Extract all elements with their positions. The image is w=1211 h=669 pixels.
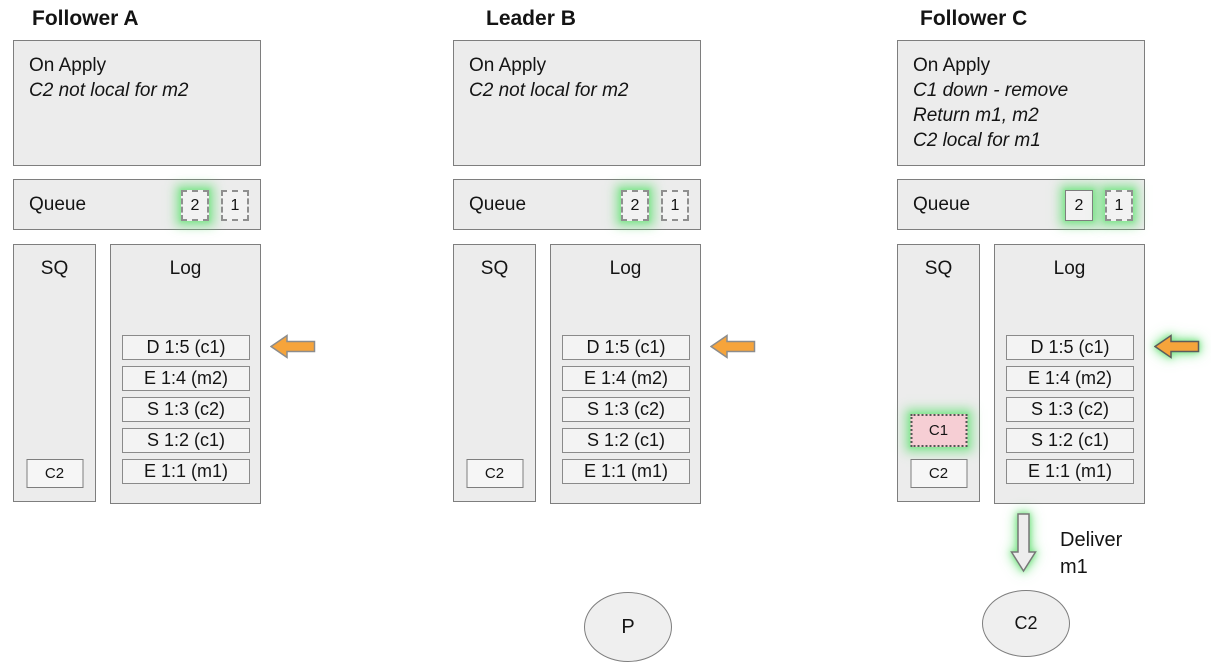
on-apply-note: C2 local for m1 [913, 130, 1041, 151]
log-entry: S 1:2 (c1) [562, 428, 690, 453]
node-title: Follower C [920, 7, 1028, 30]
queue-item: 1 [1105, 190, 1133, 221]
node-follower-c: Follower C On Apply C1 down - remove Ret… [897, 0, 1211, 669]
log-entry: S 1:2 (c1) [1006, 428, 1134, 453]
queue-item: 2 [1065, 190, 1093, 221]
deliver-label-line1: Deliver [1060, 529, 1123, 551]
log-entry: E 1:4 (m2) [562, 366, 690, 391]
log-entry: E 1:1 (m1) [562, 459, 690, 484]
sq-item: C2 [910, 459, 967, 488]
log-entry: D 1:5 (c1) [122, 335, 250, 360]
sq-label: SQ [40, 258, 69, 279]
log-box: Log D 1:5 (c1) E 1:4 (m2) S 1:3 (c2) S 1… [110, 244, 261, 504]
client-label: P [621, 615, 635, 638]
node-leader-b: Leader B On Apply C2 not local for m2 Qu… [453, 0, 773, 669]
on-apply-header: On Apply [469, 55, 547, 76]
queue-box: Queue 2 1 [13, 179, 261, 230]
log-entry: E 1:1 (m1) [122, 459, 250, 484]
sq-box: SQ C1 C2 [897, 244, 980, 502]
sq-label: SQ [480, 258, 509, 279]
log-label: Log [169, 258, 202, 279]
queue-label: Queue [469, 193, 527, 215]
queue-item: 1 [221, 190, 249, 221]
sq-item: C2 [466, 459, 523, 488]
on-apply-note: C2 not local for m2 [29, 80, 189, 101]
deliver-label-line2: m1 [1060, 556, 1088, 578]
log-label: Log [609, 258, 642, 279]
log-entry: S 1:3 (c2) [1006, 397, 1134, 422]
log-entry: E 1:4 (m2) [122, 366, 250, 391]
node-title: Leader B [486, 7, 576, 30]
sq-item-removed: C1 [910, 414, 967, 447]
log-entry: D 1:5 (c1) [1006, 335, 1134, 360]
log-pointer-arrow-icon [710, 334, 756, 359]
node-title: Follower A [32, 7, 139, 30]
client-ellipse-p: P [584, 592, 672, 662]
log-entry: S 1:3 (c2) [122, 397, 250, 422]
log-box: Log D 1:5 (c1) E 1:4 (m2) S 1:3 (c2) S 1… [550, 244, 701, 504]
log-entry: E 1:4 (m2) [1006, 366, 1134, 391]
log-entry: S 1:2 (c1) [122, 428, 250, 453]
log-entry: E 1:1 (m1) [1006, 459, 1134, 484]
on-apply-box: On Apply C2 not local for m2 [453, 40, 701, 166]
queue-items: 2 1 [621, 190, 689, 221]
queue-box: Queue 2 1 [897, 179, 1145, 230]
sq-item: C2 [26, 459, 83, 488]
log-entry: D 1:5 (c1) [562, 335, 690, 360]
queue-items: 2 1 [1065, 190, 1133, 221]
deliver-arrow-icon [1010, 513, 1037, 573]
on-apply-note: C1 down - remove [913, 80, 1069, 101]
on-apply-box: On Apply C1 down - remove Return m1, m2 … [897, 40, 1145, 166]
on-apply-header: On Apply [29, 55, 107, 76]
sq-label: SQ [924, 258, 953, 279]
client-ellipse-c2: C2 [982, 590, 1070, 657]
node-follower-a: Follower A On Apply C2 not local for m2 … [13, 0, 333, 669]
on-apply-header: On Apply [913, 55, 991, 76]
queue-label: Queue [29, 193, 87, 215]
log-pointer-arrow-icon [1154, 334, 1200, 359]
log-label: Log [1053, 258, 1086, 279]
queue-item: 1 [661, 190, 689, 221]
deliver-label: Deliver m1 [1060, 527, 1122, 581]
log-pointer-arrow-icon [270, 334, 316, 359]
sq-box: SQ C2 [13, 244, 96, 502]
log-box: Log D 1:5 (c1) E 1:4 (m2) S 1:3 (c2) S 1… [994, 244, 1145, 504]
on-apply-note: C2 not local for m2 [469, 80, 629, 101]
queue-item: 2 [181, 190, 209, 221]
on-apply-box: On Apply C2 not local for m2 [13, 40, 261, 166]
queue-item: 2 [621, 190, 649, 221]
sq-box: SQ C2 [453, 244, 536, 502]
client-label: C2 [1014, 613, 1038, 633]
on-apply-note: Return m1, m2 [913, 105, 1039, 126]
queue-label: Queue [913, 193, 971, 215]
log-entry: S 1:3 (c2) [562, 397, 690, 422]
queue-box: Queue 2 1 [453, 179, 701, 230]
queue-items: 2 1 [181, 190, 249, 221]
